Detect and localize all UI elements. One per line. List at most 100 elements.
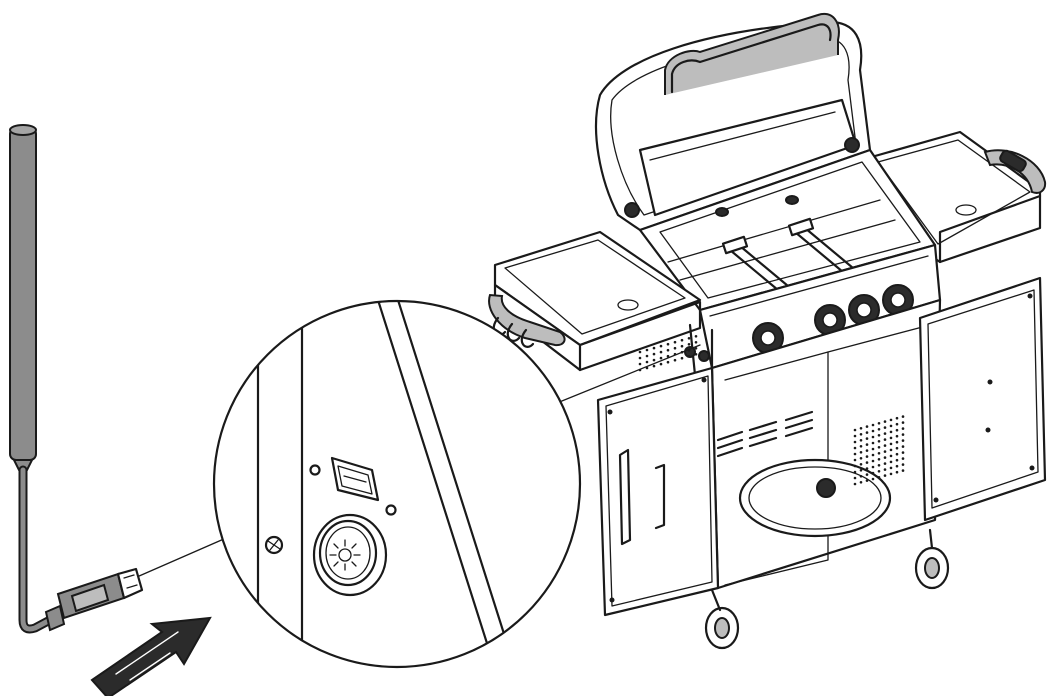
control-knob-icon [814, 304, 846, 336]
perforation-dot [659, 350, 663, 354]
perforation-dot [638, 362, 642, 366]
perforation-dot [865, 479, 869, 482]
perforation-dot [680, 344, 684, 348]
perforation-dot [859, 457, 863, 460]
perforation-dot [883, 444, 887, 447]
perforation-dot [865, 437, 869, 440]
perforation-dot [895, 452, 899, 456]
perforation-dot [877, 452, 881, 455]
screw-hole-icon [309, 464, 321, 476]
perforation-dot [645, 360, 649, 364]
perforation-dot [889, 424, 893, 428]
perforation-dot [859, 433, 863, 436]
perforation-dot [853, 428, 857, 432]
perforation-dot [859, 451, 863, 454]
perforation-dot [853, 482, 857, 486]
perforation-dot [889, 460, 893, 464]
perforation-dot [877, 470, 881, 473]
perforation-dot [895, 464, 899, 468]
perforation-dot [895, 416, 899, 420]
perforation-dot [859, 439, 863, 442]
perforation-dot [853, 458, 857, 462]
perforation-dot [652, 352, 656, 356]
perforation-dot [877, 476, 881, 479]
perforation-dot [877, 458, 881, 461]
perforation-dot [853, 452, 857, 456]
perforation-dot [853, 476, 857, 480]
perforation-dot [652, 346, 656, 350]
perforation-dot [889, 436, 893, 440]
perforation-dot [889, 454, 893, 458]
perforation-dot [645, 354, 649, 358]
perforation-dot [901, 439, 905, 442]
perforation-dot [859, 481, 863, 484]
perforation-dot [883, 462, 887, 465]
perforation-dot [865, 455, 869, 458]
perforation-dot [877, 428, 881, 431]
right-handle-icon [983, 149, 1047, 194]
perforation-dot [883, 450, 887, 453]
perforation-dot [865, 449, 869, 452]
perforation-dot [673, 340, 677, 344]
perforation-dot [883, 438, 887, 441]
perforation-dot [659, 344, 663, 348]
light-button-icon [312, 513, 388, 597]
perforation-dot [673, 346, 677, 350]
left-cabinet-door [596, 366, 720, 617]
insert-direction-arrow-icon [90, 616, 212, 696]
perforation-dot [865, 425, 869, 428]
perforation-dot [666, 354, 670, 358]
caster-wheel-icon [914, 546, 950, 590]
perforation-dot [889, 448, 893, 452]
perforation-dot [901, 427, 905, 430]
usb-port-icon [330, 456, 380, 502]
cabinet [638, 298, 942, 590]
perforation-dot [659, 356, 663, 360]
temperature-probe-icon [9, 124, 55, 634]
control-knob-icon [882, 284, 914, 316]
control-knob-icon [848, 294, 880, 326]
perforation-dot [895, 434, 899, 438]
perforation-dot [889, 442, 893, 446]
left-handle-icon [488, 293, 566, 348]
perforation-dot [687, 337, 691, 340]
perforation-dot [883, 432, 887, 435]
perforation-dot [871, 465, 875, 469]
perforation-dot [895, 428, 899, 432]
perforation-dot [895, 446, 899, 450]
vent-slots [716, 410, 814, 458]
perforation-dot [895, 440, 899, 444]
perforation-dot [652, 358, 656, 362]
perforation-dot [901, 457, 905, 460]
perforation-dot [865, 461, 869, 464]
perforations [638, 335, 905, 486]
perforation-dot [853, 434, 857, 438]
lid-handle-icon [664, 12, 840, 95]
perforation-dot [853, 446, 857, 450]
perforation-dot [859, 445, 863, 448]
perforation-dot [865, 431, 869, 434]
perforation-dot [901, 451, 905, 454]
perforation-dot [865, 443, 869, 446]
perforation-dot [853, 470, 857, 474]
perforation-dot [859, 427, 863, 430]
perforation-dot [895, 422, 899, 426]
perforation-dot [889, 472, 893, 476]
perforation-dot [687, 343, 691, 346]
screw-icon [264, 535, 284, 555]
perforation-dot [877, 446, 881, 449]
perforation-dot [877, 422, 881, 425]
perforation-dot [895, 458, 899, 462]
perforation-dot [871, 477, 875, 481]
perforation-dot [859, 463, 863, 466]
perforation-dot [871, 447, 875, 451]
perforation-dot [883, 468, 887, 471]
perforation-dot [694, 335, 698, 338]
perforation-dot [694, 341, 698, 344]
perforation-dot [865, 473, 869, 476]
perforation-dot [889, 418, 893, 422]
firebox [638, 148, 937, 312]
control-panel [684, 243, 942, 380]
perforation-dot [877, 434, 881, 437]
